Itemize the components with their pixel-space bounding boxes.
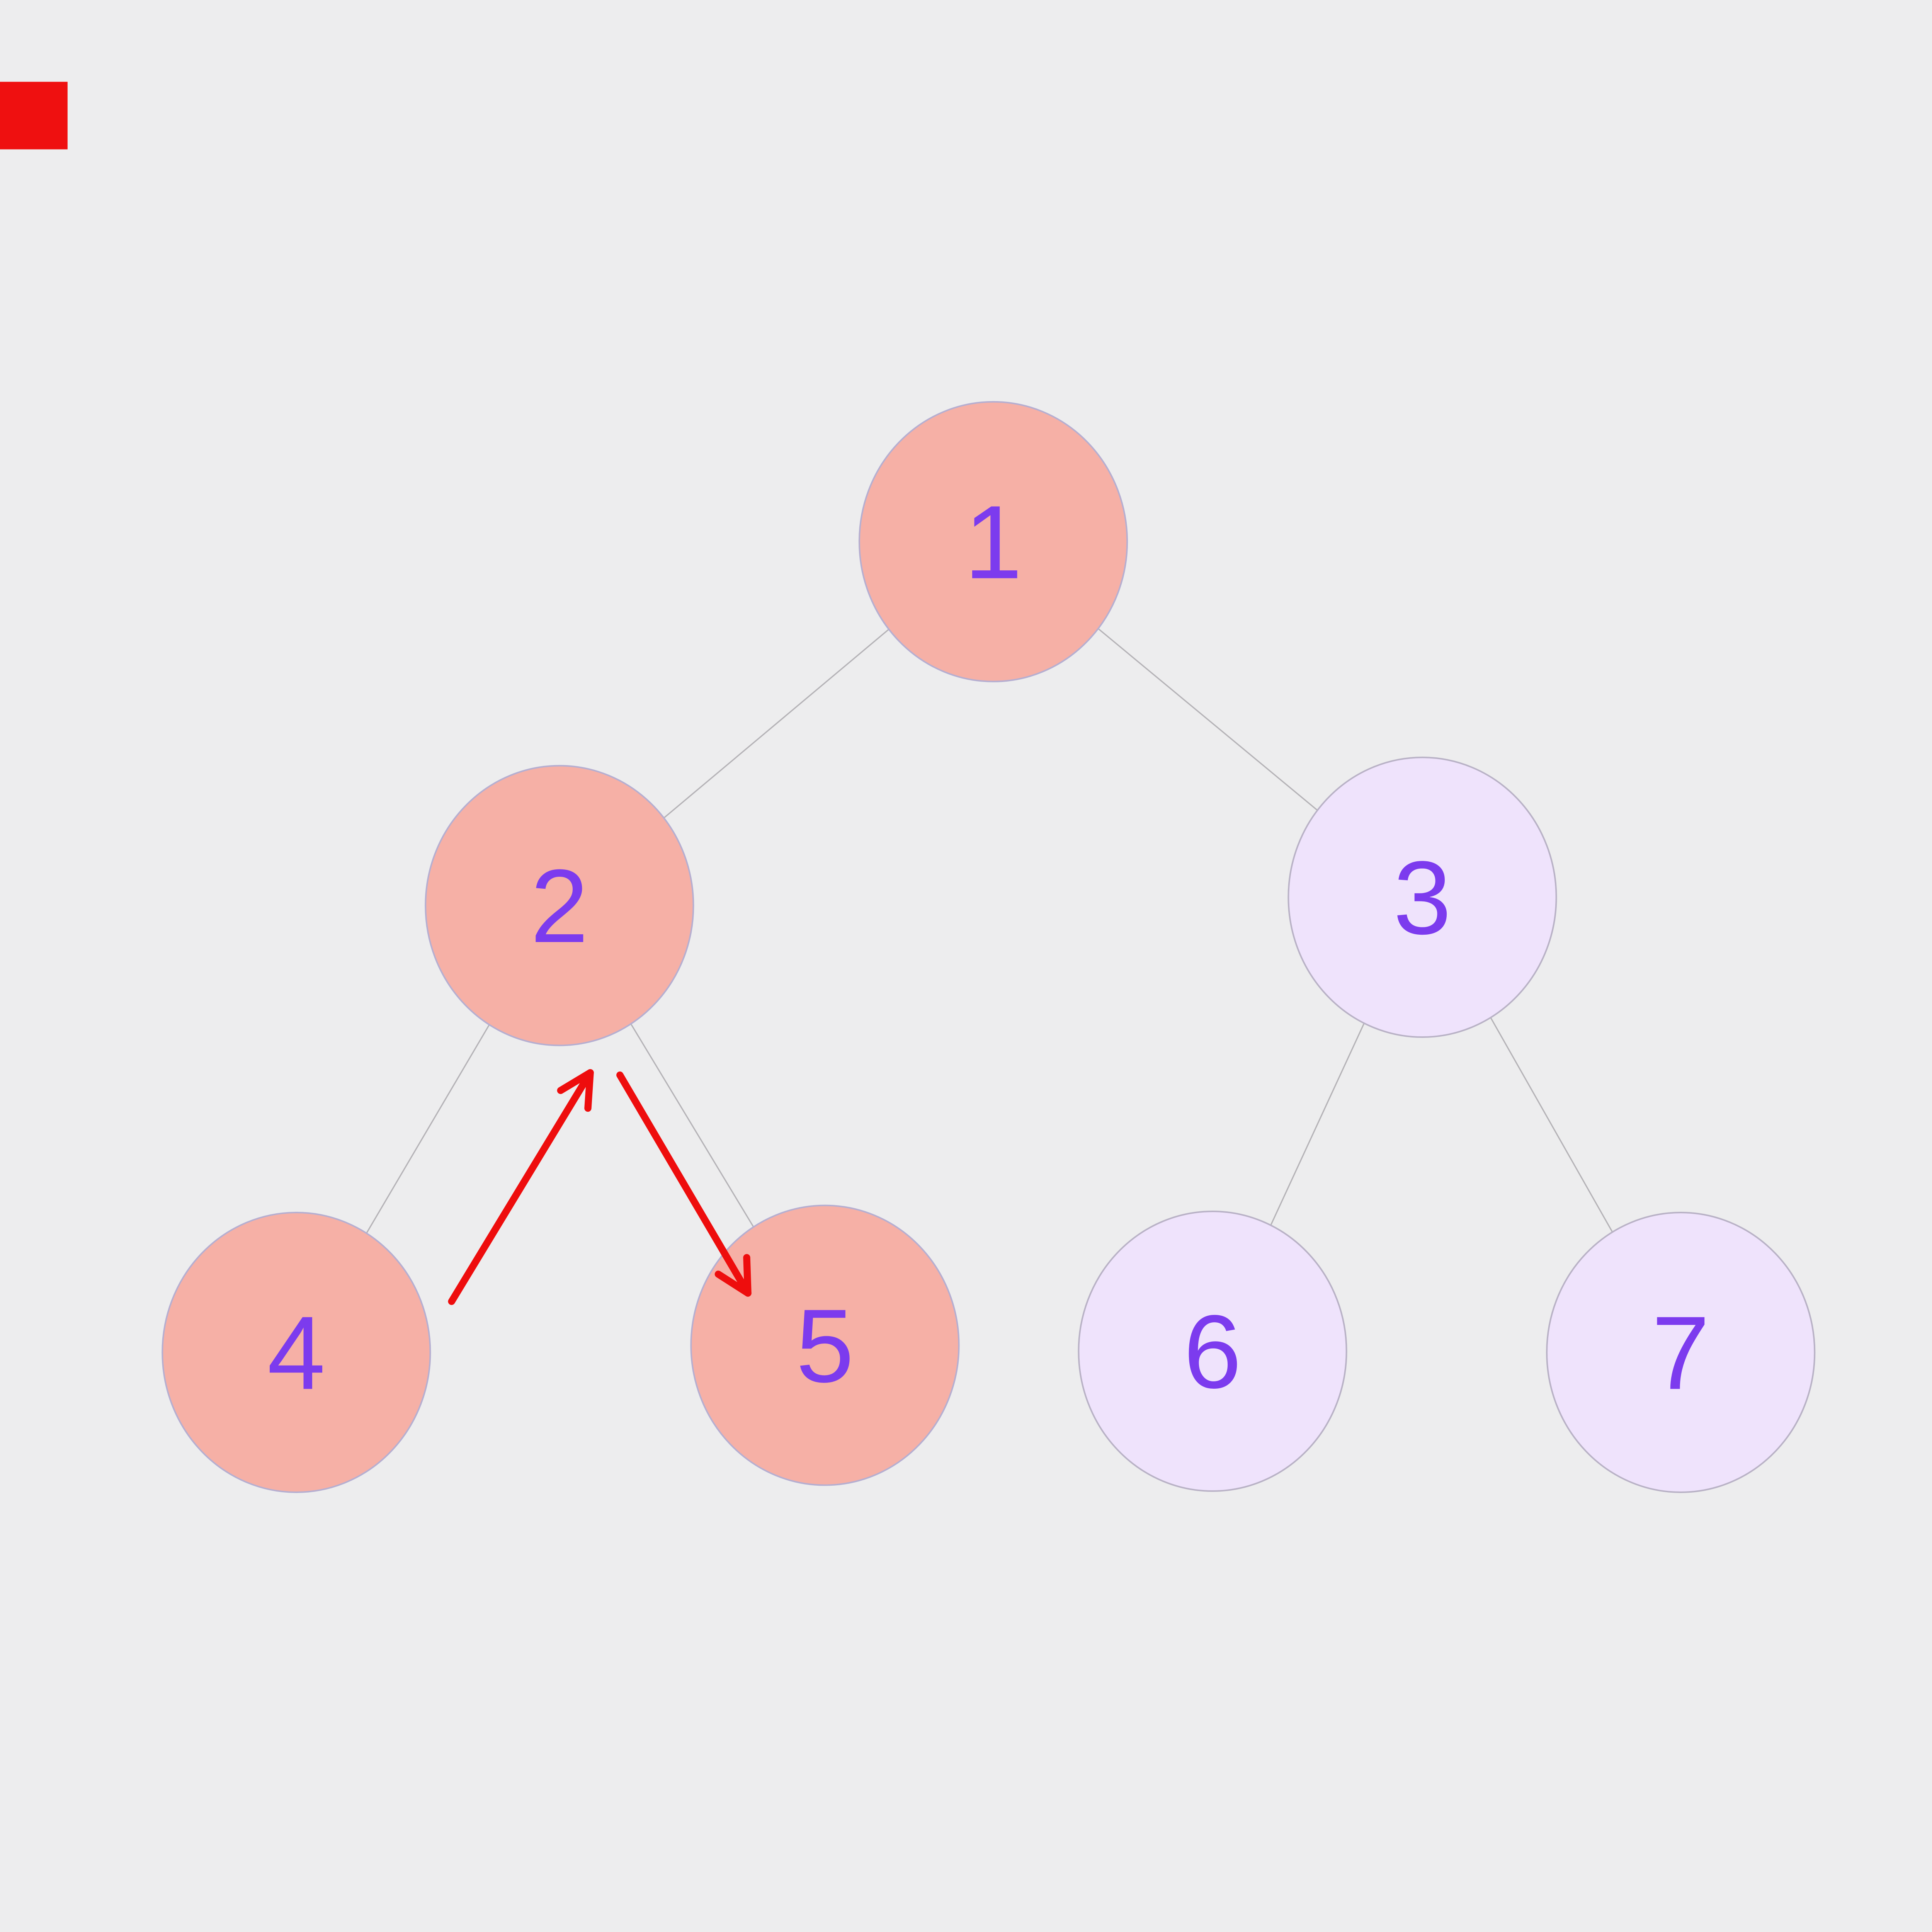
node-7-circle [1546, 1212, 1816, 1493]
node-5-label: 5 [796, 1288, 854, 1404]
node-2-label: 2 [531, 848, 588, 964]
arrow-4-to-2-shaft [448, 1069, 594, 1305]
node-7-label: 7 [1652, 1295, 1710, 1411]
node-1-circle [858, 401, 1128, 682]
node-4-circle [162, 1212, 431, 1493]
node-1-label: 1 [964, 484, 1022, 600]
tree-node-7: 7 [1546, 1212, 1816, 1493]
arrow-4-to-2-head-icon [557, 1069, 594, 1112]
tree-nodes: 1 2 3 4 5 6 7 [162, 401, 1816, 1493]
traversal-arrows [448, 1069, 752, 1305]
red-corner-marker [0, 82, 68, 150]
node-3-label: 3 [1393, 840, 1451, 956]
tree-node-2: 2 [425, 765, 694, 1046]
tree-node-1: 1 [858, 401, 1128, 682]
tree-node-5: 5 [690, 1204, 960, 1486]
node-2-circle [425, 765, 694, 1046]
tree-node-6: 6 [1078, 1210, 1347, 1492]
node-5-circle [690, 1204, 960, 1486]
tree-node-3: 3 [1287, 757, 1557, 1038]
arrow-2-to-5-shaft [616, 1071, 752, 1297]
node-6-label: 6 [1184, 1294, 1242, 1410]
tree-node-4: 4 [162, 1212, 431, 1493]
node-6-circle [1078, 1210, 1347, 1492]
node-4-label: 4 [267, 1295, 325, 1411]
node-3-circle [1287, 757, 1557, 1038]
arrow-2-to-5-head-icon [714, 1254, 752, 1297]
